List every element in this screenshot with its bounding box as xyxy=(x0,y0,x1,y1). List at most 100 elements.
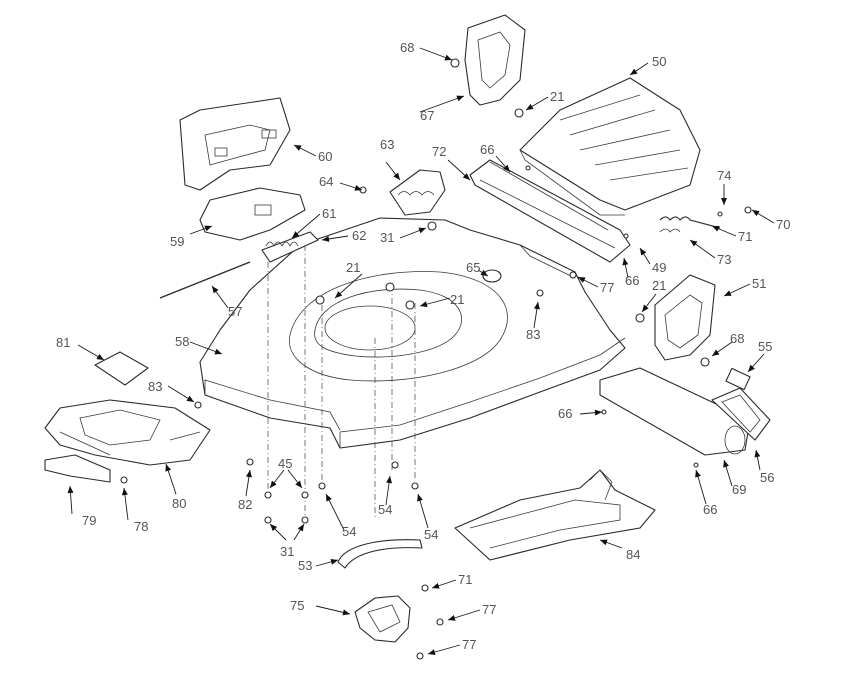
leader-arrowhead xyxy=(294,145,302,151)
rear-axle-cover xyxy=(469,159,631,263)
leader-arrowhead xyxy=(186,395,194,402)
callout-leaders xyxy=(67,47,775,655)
leader-arrowhead xyxy=(214,348,222,355)
leader-arrowhead xyxy=(752,210,760,217)
leader-arrowhead xyxy=(245,470,252,478)
side-bracket-lower xyxy=(654,274,716,361)
callout-75: 75 xyxy=(290,598,304,613)
callout-labels: 50 67 68 21 60 63 64 72 66 74 70 71 73 5… xyxy=(56,40,790,652)
callout-82: 82 xyxy=(238,497,252,512)
callout-66-upper-mid: 66 xyxy=(625,273,639,288)
leader-arrowhead xyxy=(456,95,464,102)
deflector-strip xyxy=(44,454,111,483)
leader-arrowhead xyxy=(695,470,701,478)
leader-arrowhead xyxy=(354,185,362,191)
leader-arrowhead xyxy=(393,172,400,180)
height-adjust-plate xyxy=(389,169,446,216)
callout-50: 50 xyxy=(652,54,666,69)
callout-80: 80 xyxy=(172,496,186,511)
callout-71-right: 71 xyxy=(738,229,752,244)
callout-55: 55 xyxy=(758,339,772,354)
leader-arrowhead xyxy=(578,277,586,283)
leader-arrowhead xyxy=(533,302,540,310)
leader-arrowhead xyxy=(420,301,428,308)
leader-arrowhead xyxy=(67,486,74,494)
callout-54-left: 54 xyxy=(342,524,356,539)
callout-31-upper: 31 xyxy=(380,230,394,245)
callout-21-top: 21 xyxy=(550,89,564,104)
collector-hood xyxy=(519,77,701,216)
callout-73: 73 xyxy=(717,252,731,267)
callout-66-bottom: 66 xyxy=(703,502,717,517)
callout-51: 51 xyxy=(752,276,766,291)
callout-66-lower: 66 xyxy=(558,406,572,421)
rubber-strip xyxy=(337,539,423,569)
callout-53: 53 xyxy=(298,558,312,573)
leader-arrowhead xyxy=(335,291,343,298)
callout-66-top: 66 xyxy=(480,142,494,157)
callout-84: 84 xyxy=(626,547,640,562)
leader-arrowhead xyxy=(640,248,647,256)
callout-57: 57 xyxy=(228,304,242,319)
callout-61: 61 xyxy=(322,206,336,221)
callout-77-bottom: 77 xyxy=(462,637,476,652)
callout-72: 72 xyxy=(432,144,446,159)
callout-49: 49 xyxy=(652,260,666,275)
callout-64: 64 xyxy=(319,174,333,189)
callout-56: 56 xyxy=(760,470,774,485)
leader-arrowhead xyxy=(448,615,456,621)
height-rod xyxy=(159,261,251,299)
hardware-items xyxy=(120,58,752,660)
callout-69: 69 xyxy=(732,482,746,497)
callout-78: 78 xyxy=(134,519,148,534)
wheel-housing xyxy=(354,595,411,643)
leader-arrowhead xyxy=(622,258,629,266)
leader-arrowhead xyxy=(121,488,128,496)
assembly-lines xyxy=(267,245,416,520)
callout-74: 74 xyxy=(717,168,731,183)
leader-arrowhead xyxy=(297,524,304,532)
callout-81: 81 xyxy=(56,335,70,350)
callout-68-top: 68 xyxy=(400,40,414,55)
callout-59: 59 xyxy=(170,234,184,249)
leader-arrowhead xyxy=(326,494,332,502)
callout-58: 58 xyxy=(175,334,189,349)
callout-21-right: 21 xyxy=(652,278,666,293)
callout-62: 62 xyxy=(352,228,366,243)
spring-bracket xyxy=(261,231,319,263)
side-bracket-upper xyxy=(464,14,526,106)
leader-arrowhead xyxy=(342,609,350,616)
rear-cover xyxy=(179,97,291,191)
callout-54-right: 54 xyxy=(424,527,438,542)
callout-45: 45 xyxy=(278,456,292,471)
leader-arrowhead xyxy=(165,464,172,472)
callout-21-a: 21 xyxy=(346,260,360,275)
part-drawings xyxy=(44,14,771,660)
leader-arrowhead xyxy=(600,539,608,546)
leader-arrowhead xyxy=(503,164,510,172)
leader-arrowhead xyxy=(428,649,436,655)
callout-79: 79 xyxy=(82,513,96,528)
leader-arrowhead xyxy=(444,54,452,61)
leader-arrowhead xyxy=(295,480,302,488)
leader-arrowhead xyxy=(432,582,440,589)
callout-31-lower: 31 xyxy=(280,544,294,559)
leader-arrowhead xyxy=(748,364,755,372)
leader-arrowhead xyxy=(270,480,277,488)
callout-67: 67 xyxy=(420,108,434,123)
torsion-spring xyxy=(659,216,721,233)
leader-arrowhead xyxy=(292,231,300,238)
side-discharge-chute xyxy=(454,469,656,561)
small-clip xyxy=(725,367,751,391)
callout-77-lower: 77 xyxy=(482,602,496,617)
leader-arrowhead xyxy=(712,225,720,232)
callout-65: 65 xyxy=(466,260,480,275)
leader-arrowhead xyxy=(712,349,720,356)
leader-arrowhead xyxy=(96,353,104,360)
leader-arrowhead xyxy=(386,476,393,484)
leader-arrowhead xyxy=(330,558,338,565)
leader-arrowhead xyxy=(723,460,729,468)
rear-roller xyxy=(599,367,751,456)
leader-arrowhead xyxy=(322,235,330,242)
leader-arrowhead xyxy=(526,103,534,110)
